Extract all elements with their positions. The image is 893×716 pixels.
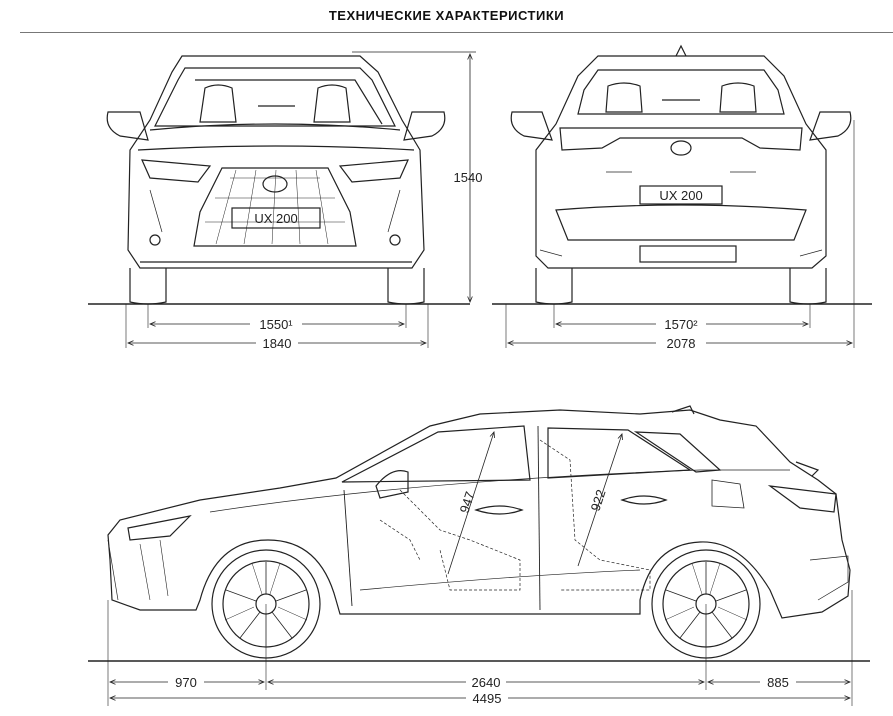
left-headlight: [141, 159, 212, 183]
side-view: [88, 405, 870, 706]
front-overhang-value: 970: [175, 675, 197, 690]
spindle-grille: [193, 167, 357, 247]
length-value: 4495: [473, 691, 502, 706]
front-track-value: 1550¹: [259, 317, 293, 332]
wheelbase-value: 2640: [472, 675, 501, 690]
front-view: [88, 51, 476, 348]
left-front-tyre: [129, 268, 167, 305]
rear-side-window: [547, 427, 692, 479]
page-title: ТЕХНИЧЕСКИЕ ХАРАКТЕРИСТИКИ: [328, 8, 565, 23]
rear-track-value: 1570²: [664, 317, 698, 332]
rear-plate-text: UX 200: [659, 188, 702, 203]
side-headlight: [127, 515, 192, 541]
front-side-window: [341, 425, 531, 483]
rear-plate: [639, 185, 723, 205]
rear-headroom-value: 922: [588, 488, 609, 513]
rear-overhang-value: 885: [767, 675, 789, 690]
rear-lexus-emblem: [670, 140, 692, 156]
right-front-tyre: [387, 268, 425, 305]
side-mirror: [375, 470, 409, 499]
side-body-outline: [107, 409, 851, 619]
front-plate-text: UX 200: [254, 211, 297, 226]
height-value: 1540: [454, 170, 483, 185]
front-headroom-line: [447, 432, 494, 575]
left-mirror: [106, 111, 149, 141]
front-headroom-value: 947: [457, 490, 478, 515]
rear-headroom-line: [577, 434, 622, 567]
width-value: 1840: [263, 336, 292, 351]
right-mirror: [403, 111, 446, 141]
right-headlight: [338, 159, 409, 183]
side-taillight: [767, 485, 837, 513]
width-mirrors-value: 2078: [667, 336, 696, 351]
rear-view: [492, 44, 872, 348]
title-divider: [20, 32, 893, 33]
front-plate: [231, 207, 321, 229]
rear-light-bar: [559, 127, 803, 151]
lexus-emblem: [262, 175, 288, 193]
